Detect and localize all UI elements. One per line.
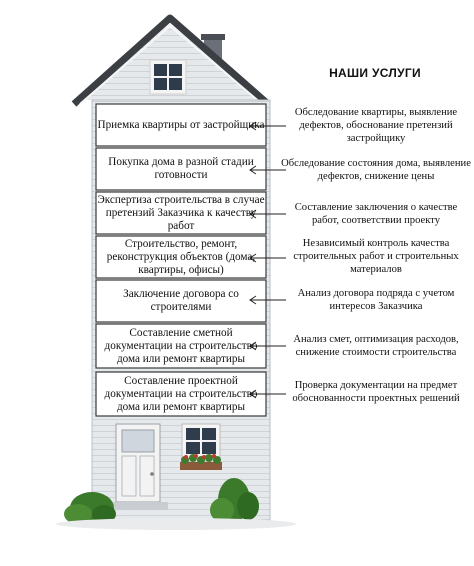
floor-label-6: Составление сметной документации на стро…	[104, 326, 258, 365]
service-item-6: Анализ смет, оптимизация расходов, сниже…	[293, 334, 459, 358]
floor-label-3: Экспертиза строительства в случае претен…	[97, 193, 265, 232]
ground-window	[181, 423, 221, 459]
arrow-head-7	[249, 389, 257, 399]
ground-shadow	[56, 518, 296, 530]
floor-label-2: Покупка дома в разной стадии готовности	[108, 156, 254, 181]
floor-label-7: Составление проектной документации на ст…	[104, 374, 258, 413]
arrows	[249, 121, 286, 399]
right-bush	[210, 478, 259, 522]
service-item-3: Составление заключения о качестве работ,…	[294, 202, 458, 226]
floor-box-1	[95, 103, 267, 147]
flower-box	[180, 454, 222, 470]
left-bush	[64, 492, 116, 524]
arrow-head-3	[249, 209, 257, 219]
services-heading: НАШИ УСЛУГИ	[329, 66, 421, 80]
floor-box-7	[95, 371, 267, 417]
arrow-head-2	[249, 165, 257, 175]
arrow-head-5	[249, 295, 257, 305]
service-item-2: Обследование состояния дома, выявление д…	[281, 158, 471, 182]
attic-window	[149, 59, 187, 95]
floor-label-5: Заключение договора со строителями	[123, 288, 239, 313]
floor-label-1: Приемка квартиры от застройщика	[97, 118, 265, 131]
floor-box-6	[95, 323, 267, 369]
floor-box-3	[95, 191, 267, 235]
arrow-head-1	[249, 121, 257, 131]
floor-box-5	[95, 279, 267, 323]
floor-box-2	[95, 147, 267, 191]
floor-label-4: Строительство, ремонт, реконструкция объ…	[106, 237, 256, 276]
service-item-7: Проверка документации на предмет обоснов…	[292, 380, 460, 404]
service-item-5: Анализ договора подряда с учетом интерес…	[297, 288, 455, 312]
roof	[71, 14, 271, 107]
arrow-head-6	[249, 341, 257, 351]
front-door	[115, 423, 161, 503]
service-item-4: Независимый контроль качества строительн…	[293, 237, 459, 275]
arrow-head-4	[249, 253, 257, 263]
floor-box-4	[95, 235, 267, 279]
service-item-1: Обследование квартиры, выявление дефекто…	[294, 106, 458, 144]
door-step	[108, 502, 168, 510]
